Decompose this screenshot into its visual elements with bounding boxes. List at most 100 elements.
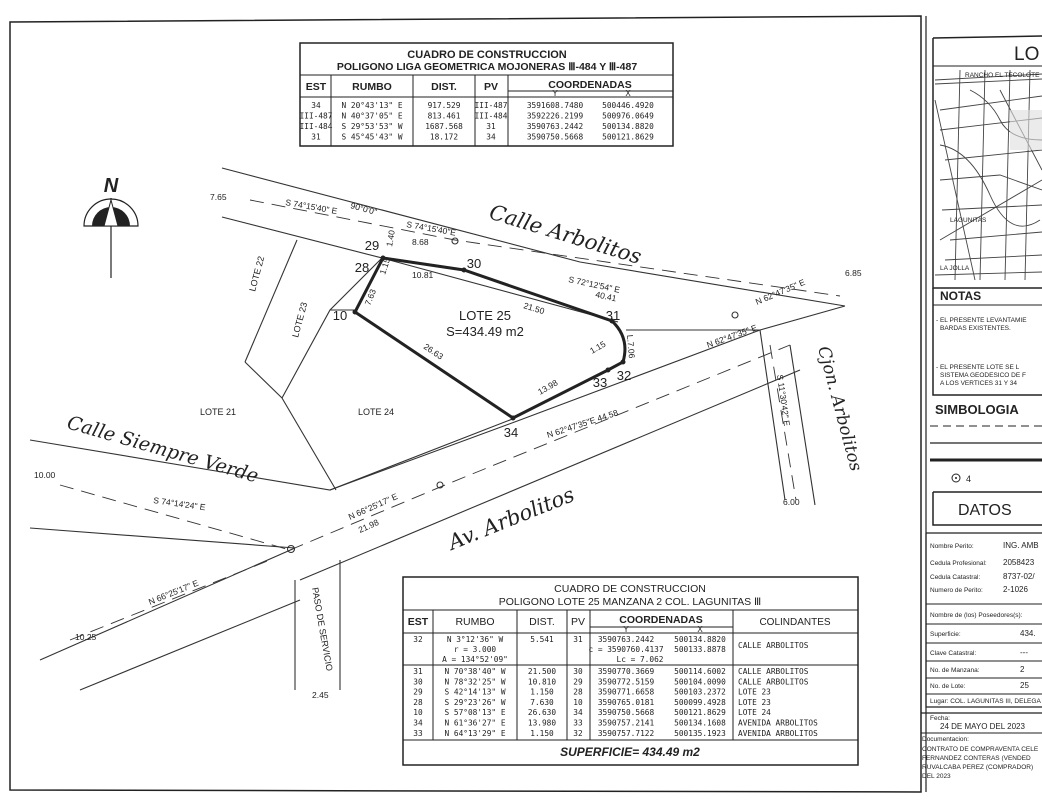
field-cedula-value: 2058423 [1003, 558, 1035, 567]
bottom-row-dist: 13.980 [528, 719, 556, 728]
field-manzana-label: No. de Manzana: [930, 667, 980, 674]
dim-2-45: 2.45 [312, 690, 329, 700]
top-row-est: 34 [311, 101, 321, 110]
bottom-row-rumbo: N 78°32'25" W [444, 677, 505, 686]
field-lugar: Lugar: COL. LAGUNITAS III, DELEGA [930, 698, 1041, 705]
field-superficie-value: 434. [1020, 629, 1036, 638]
bottom-row-y: 3590772.5159 [598, 677, 655, 686]
angle-r2: 90°0'0" [349, 200, 378, 217]
top-header-pv: PV [484, 81, 498, 93]
notas-title: NOTAS [940, 289, 981, 303]
top-header-est: EST [306, 81, 327, 93]
lot-area: S=434.49 m2 [446, 324, 524, 339]
bearing-r5: N 62°47'35" E [705, 322, 758, 350]
bottom-row-dist: 7.630 [530, 698, 554, 707]
field-clave-value: --- [1020, 648, 1028, 657]
sheet-border [9, 15, 922, 793]
top-construction-table: CUADRO DE CONSTRUCCION POLIGONO LIGA GEO… [299, 42, 674, 147]
bottom-row-dist: 1.150 [530, 688, 554, 697]
curve-est: 32 [413, 635, 423, 644]
top-table-subtitle: POLIGONO LIGA GEOMETRICA MOJONERAS Ⅲ-484… [337, 61, 638, 73]
dim-10-81: 10.81 [412, 270, 434, 280]
bottom-row-dist: 10.810 [528, 677, 556, 686]
fecha-label: Fecha: [930, 715, 950, 722]
bottom-row-x: 500135.1923 [674, 729, 726, 738]
top-header-y: Y [552, 89, 558, 98]
doc-line-2: FERNANDEZ CONTERAS (VENDED [922, 755, 1031, 762]
dim-1-15a: 1.15 [377, 257, 392, 276]
bottom-row-est: 28 [413, 698, 423, 707]
top-row-x: 500446.4920 [602, 101, 654, 110]
curve-row: 32 N 3°12'36" W r = 3.000 A = 134°52'09"… [413, 635, 808, 664]
doc-line-1: CONTRATO DE COMPRAVENTA CELE [922, 746, 1039, 753]
bearing-r9: S 74°14'24" E [153, 495, 207, 512]
curve-lc: Lc = 7.062 [617, 655, 664, 664]
vertex-30: 30 [467, 256, 481, 271]
field-num-perito-label: Numero de Perito: [930, 587, 983, 594]
bottom-table-title: CUADRO DE CONSTRUCCION [554, 583, 706, 595]
bottom-row-x: 500104.0090 [674, 677, 726, 686]
top-row-dist: 917.529 [428, 101, 461, 110]
curve-dist: 5.541 [530, 635, 554, 644]
nota-2-line-1: - EL PRESENTE LOTE SE L [936, 364, 1020, 371]
field-catastral-label: Cedula Catastral: [930, 574, 980, 581]
bottom-row-est: 30 [413, 677, 423, 686]
curve-y: 3590763.2442 [598, 635, 655, 644]
top-row-est: 31 [311, 133, 321, 142]
map-label-jolla: LA JOLLA [940, 265, 970, 272]
vertex-33: 33 [593, 375, 607, 390]
bottom-row-y: 3590750.5668 [598, 708, 655, 717]
bottom-row-rumbo: S 57°08'13" E [444, 708, 505, 717]
simbologia-title: SIMBOLOGIA [935, 402, 1019, 417]
bottom-row-col: CALLE ARBOLITOS [738, 667, 809, 676]
bottom-row-pv: 33 [573, 719, 583, 728]
top-row-dist: 18.172 [430, 133, 458, 142]
bottom-row-col: AVENIDA ARBOLITOS [738, 729, 818, 738]
bottom-row-pv: 32 [573, 729, 583, 738]
field-lote-label: No. de Lote: [930, 683, 966, 690]
bottom-row-pv: 28 [573, 688, 583, 697]
dim-6-00: 6.00 [783, 497, 800, 507]
curve-x: 500134.8820 [674, 635, 726, 644]
dim-6-85: 6.85 [845, 268, 862, 278]
superficie-total: SUPERFICIE= 434.49 m2 [560, 745, 700, 759]
right-info-panel: LO RANCHO EL TECOLOTE LAGUNITAS LA JOLLA… [921, 35, 1042, 780]
location-map [934, 69, 1042, 281]
field-perito-value: ING. AMB [1003, 541, 1039, 550]
field-catastral-value: 8737-02/ [1003, 572, 1035, 581]
bottom-header-dist: DIST. [529, 616, 555, 628]
bottom-row-rumbo: N 61°36'27" E [444, 719, 505, 728]
dim-7-06: L.7.06 [625, 334, 637, 359]
bearing-r7: N 62°47'35"E 44.58 [546, 407, 620, 440]
bottom-row-x: 500134.1608 [674, 719, 726, 728]
field-lote-value: 25 [1020, 681, 1029, 690]
bottom-row-dist: 1.150 [530, 729, 554, 738]
top-row-y: 3590763.2442 [527, 122, 584, 131]
doc-line-4: DEL 2023 [922, 773, 951, 780]
dim-40-41: 40.41 [595, 289, 618, 303]
bottom-row-y: 3590770.3669 [598, 667, 655, 676]
nota-1-line-2: BARDAS EXISTENTES. [940, 325, 1011, 332]
curve-cx: 500133.8878 [674, 645, 726, 654]
fecha-value: 24 DE MAYO DEL 2023 [940, 722, 1025, 731]
street-cjon-arbolitos: Cjon. Arbolitos [813, 344, 866, 474]
symbol-number: 4 [966, 474, 971, 484]
top-row-est: III-484 [300, 122, 333, 131]
bottom-header-x: X [697, 625, 703, 634]
bottom-row-col: CALLE ARBOLITOS [738, 677, 809, 686]
lot-label-22: LOTE 22 [247, 255, 266, 292]
top-row-y: 3592226.2199 [527, 112, 584, 121]
bottom-row-pv: 30 [573, 667, 583, 676]
bottom-row-dist: 26.630 [528, 708, 556, 717]
location-title: LO [1014, 44, 1039, 65]
bottom-row-y: 3590771.6658 [598, 688, 655, 697]
lot-label-21: LOTE 21 [200, 407, 236, 417]
top-row-est: III-487 [300, 112, 333, 121]
top-row-dist: 1687.568 [425, 122, 463, 131]
field-manzana-value: 2 [1020, 665, 1025, 674]
datos-fields: Nombre Perito: ING. AMB Cedula Profesion… [926, 541, 1042, 705]
top-row-x: 500976.0649 [602, 112, 654, 121]
top-table-title: CUADRO DE CONSTRUCCION [407, 49, 567, 61]
